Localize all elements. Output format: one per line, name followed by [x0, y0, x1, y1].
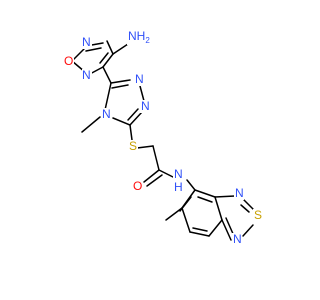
- bond: [165, 207, 183, 221]
- bond: [106, 40, 114, 55]
- bonds: [71, 40, 254, 241]
- atom-label: N: [233, 232, 242, 246]
- bond: [214, 196, 223, 221]
- bond: [81, 116, 101, 133]
- bond: [214, 195, 236, 198]
- bond: [242, 224, 254, 237]
- atom-label: N: [82, 68, 91, 82]
- bond: [104, 82, 112, 111]
- bond: [240, 204, 250, 213]
- atom-label: N: [235, 186, 244, 200]
- bond: [139, 85, 145, 102]
- bond: [143, 169, 160, 183]
- atom-label: N: [135, 72, 144, 86]
- bond: [243, 199, 254, 210]
- atom-label: O: [64, 54, 73, 68]
- bond: [127, 108, 139, 121]
- bond: [197, 196, 213, 203]
- bond: [189, 231, 210, 237]
- bond: [194, 189, 216, 198]
- atom-label: O: [133, 179, 142, 193]
- bond: [111, 84, 129, 89]
- bond: [99, 52, 109, 64]
- bond: [158, 169, 174, 178]
- bond: [85, 47, 102, 52]
- bond: [129, 124, 133, 141]
- bond: [102, 66, 112, 84]
- bond: [146, 174, 163, 187]
- bond: [110, 79, 131, 84]
- bond: [102, 53, 114, 68]
- bond: [192, 227, 208, 232]
- bond: [208, 219, 223, 237]
- bond: [129, 111, 143, 126]
- atom-label: S: [129, 139, 137, 153]
- bond: [152, 145, 160, 171]
- bond: [181, 207, 191, 233]
- bond: [136, 145, 154, 149]
- bond: [186, 179, 196, 191]
- atom-label: N: [82, 35, 91, 49]
- atom-label: N: [102, 107, 111, 121]
- atom-label: NH2: [128, 29, 150, 45]
- bond: [221, 219, 232, 241]
- atom-label: S: [254, 208, 262, 222]
- bond: [112, 43, 129, 55]
- atom-label: N: [141, 99, 150, 113]
- bond: [112, 117, 131, 126]
